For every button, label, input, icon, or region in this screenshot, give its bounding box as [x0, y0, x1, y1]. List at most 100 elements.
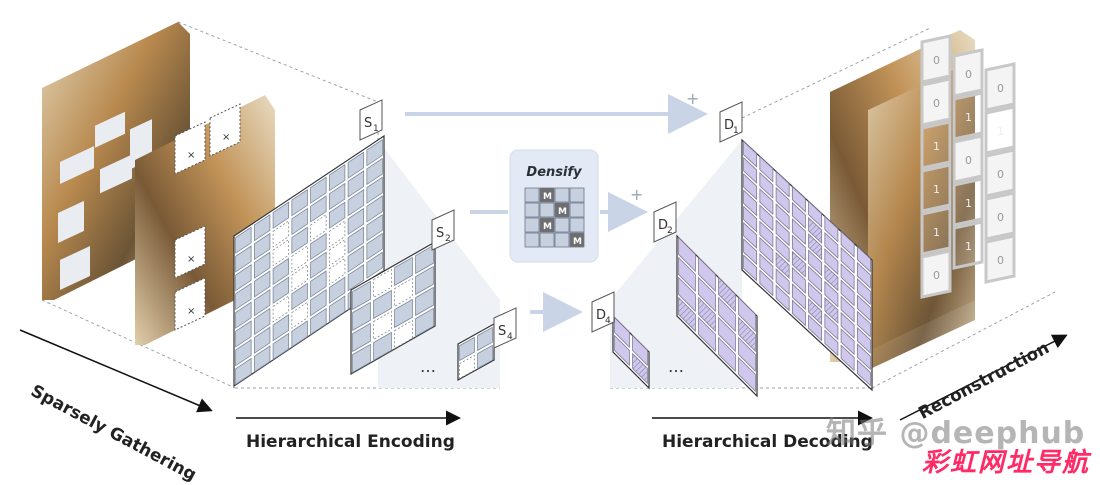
decoder-grid-d1-cell: [808, 216, 823, 244]
encoder-grid-s2-cell: [352, 280, 371, 311]
masked-patch: [174, 225, 206, 279]
mask-cross: ×: [187, 150, 195, 161]
decoder-grid-d1-cell: [791, 299, 806, 327]
encoder-grid-s1-cell: [253, 288, 271, 317]
mask-cross: ×: [222, 132, 230, 143]
decoder-grid-d1-cell: [856, 310, 871, 338]
decoder-grid-d1-cell: [759, 269, 774, 297]
decoder-grid-d2-cell: [718, 316, 736, 353]
densify-cell: [524, 187, 540, 203]
encoder-grid-s2-cell: [394, 319, 413, 350]
encoder-grid-s1-cell: [253, 251, 271, 279]
encoder-grid-s4-cell: [477, 326, 493, 352]
mask-cell: [920, 34, 952, 84]
encoder-grid-s2-cell: [373, 331, 392, 362]
watermark-brand: 彩虹网址导航: [922, 448, 1091, 478]
densify-label: Densify: [526, 165, 582, 180]
decoder-grid-d2-cell: [678, 236, 696, 273]
mask-value: 1: [933, 183, 940, 196]
encoder-grid-s1-cell: [253, 307, 271, 336]
masked-hole: [58, 200, 84, 243]
plus-sign-1: +: [686, 89, 699, 108]
encoder-grid-s2-cell: [415, 244, 434, 275]
encoder-ellipsis: …: [420, 357, 436, 376]
mask-value: 0: [933, 97, 940, 110]
mask-cell: [920, 249, 952, 299]
decoder-grid-d2-cell: [698, 316, 716, 353]
decoder-grid-d1-cell: [775, 203, 790, 231]
masked-patch: [174, 121, 206, 175]
decoder-grid-d1-cell: [791, 234, 806, 262]
decoder-grid-d1-cell: [824, 329, 839, 357]
encoder-grid-s1-cell: [272, 257, 290, 286]
stage-label-d4-tab: [591, 291, 615, 333]
decoder-grid-d1-cell: [808, 249, 823, 277]
stage-label-d4-text: D: [596, 308, 606, 323]
mask-cell: [984, 148, 1016, 198]
decoder-grid-d1-cell: [808, 298, 823, 326]
decoder-grid-d1-cell: [791, 266, 806, 294]
mask-cell: [920, 206, 952, 256]
mask-value: 0: [997, 254, 1004, 267]
densify-cell: [569, 202, 585, 218]
decoder-grid-d1-cell: [808, 200, 823, 228]
encoder-grid-s1-cell: [310, 270, 327, 298]
stage-label-s2-tab: [431, 209, 455, 251]
encoder-grid-s1-cell: [366, 157, 383, 186]
encoder-grid-s1-cell: [235, 357, 252, 386]
stage-label-s4-tab: [493, 307, 517, 349]
mask-cross: ×: [187, 306, 195, 317]
decoder-grid-d1-cell: [824, 248, 839, 276]
stage-label-d2-text: D: [658, 218, 668, 233]
encoder-grid-s1-cell: [310, 288, 327, 317]
densify-cell: [539, 187, 555, 203]
stage-label-d4-sub: 4: [605, 316, 611, 326]
decoder-grid-d1-cell: [840, 279, 855, 307]
mask-token: M: [558, 207, 567, 217]
mask-value: 0: [933, 54, 940, 67]
decoder-grid-d1-cell: [775, 284, 790, 312]
encoder-grid-s1-cell: [272, 238, 290, 267]
stage-label-d1: D1: [719, 101, 743, 143]
encoder-grid-s2-panel: [350, 240, 436, 376]
decoder-grid-d2-cell: [678, 256, 696, 293]
encoder-grid-s4-cell: [477, 344, 493, 370]
decoder-grid-d1-cell: [759, 204, 774, 232]
axis-arrows: [19, 329, 1068, 426]
stage-label-s1-tab: [359, 99, 383, 141]
decoder-grid-d1-cell: [743, 221, 758, 249]
decoder-grid-d1-cell: [791, 283, 806, 311]
encoder-grid-s2-cell: [394, 277, 413, 308]
stage-label-d2-sub: 2: [667, 226, 673, 236]
encoder-grid-s1-cell: [291, 245, 308, 273]
decoder-grid-d1-cell: [824, 280, 839, 308]
decoder-grid-d2-cell: [718, 336, 736, 373]
mask-cell: [952, 177, 984, 227]
stage-label-s4-sub: 4: [507, 332, 513, 342]
decoder-grid-d1-cell: [856, 261, 871, 289]
decoder-grid-d2-cell: [738, 316, 756, 353]
decoder-grid-d1-cell: [759, 253, 774, 281]
densify-cell: [524, 217, 540, 233]
mask-cell: [952, 134, 984, 184]
masked-hole: [95, 111, 125, 148]
decoder-grid-d1-cell: [824, 215, 839, 243]
masked-patch: [174, 277, 206, 331]
mask-value: 0: [965, 68, 972, 81]
densify-cell: [539, 217, 555, 233]
encoder-grid-s1-cell: [272, 295, 290, 323]
mask-value: 0: [965, 154, 972, 167]
stage-label-s2-sub: 2: [445, 234, 451, 244]
encoder-grid-s2-cell: [373, 289, 392, 320]
decoder-grid-d1-cell: [759, 171, 774, 199]
encoder-grid-s1-cell: [235, 263, 252, 292]
encoder-grid-s2-cell: [415, 307, 434, 338]
mask-cell: [984, 105, 1016, 155]
mask-cell: [952, 91, 984, 141]
encoder-grid-s1-cell: [253, 326, 271, 354]
encoder-grid-s1-cell: [347, 226, 365, 254]
encoder-grid-s2-cell: [415, 286, 434, 317]
encoder-grid-s2-cell: [373, 268, 392, 299]
decoder-ellipsis: …: [668, 357, 684, 376]
decoder-grid-d1-cell: [824, 313, 839, 341]
